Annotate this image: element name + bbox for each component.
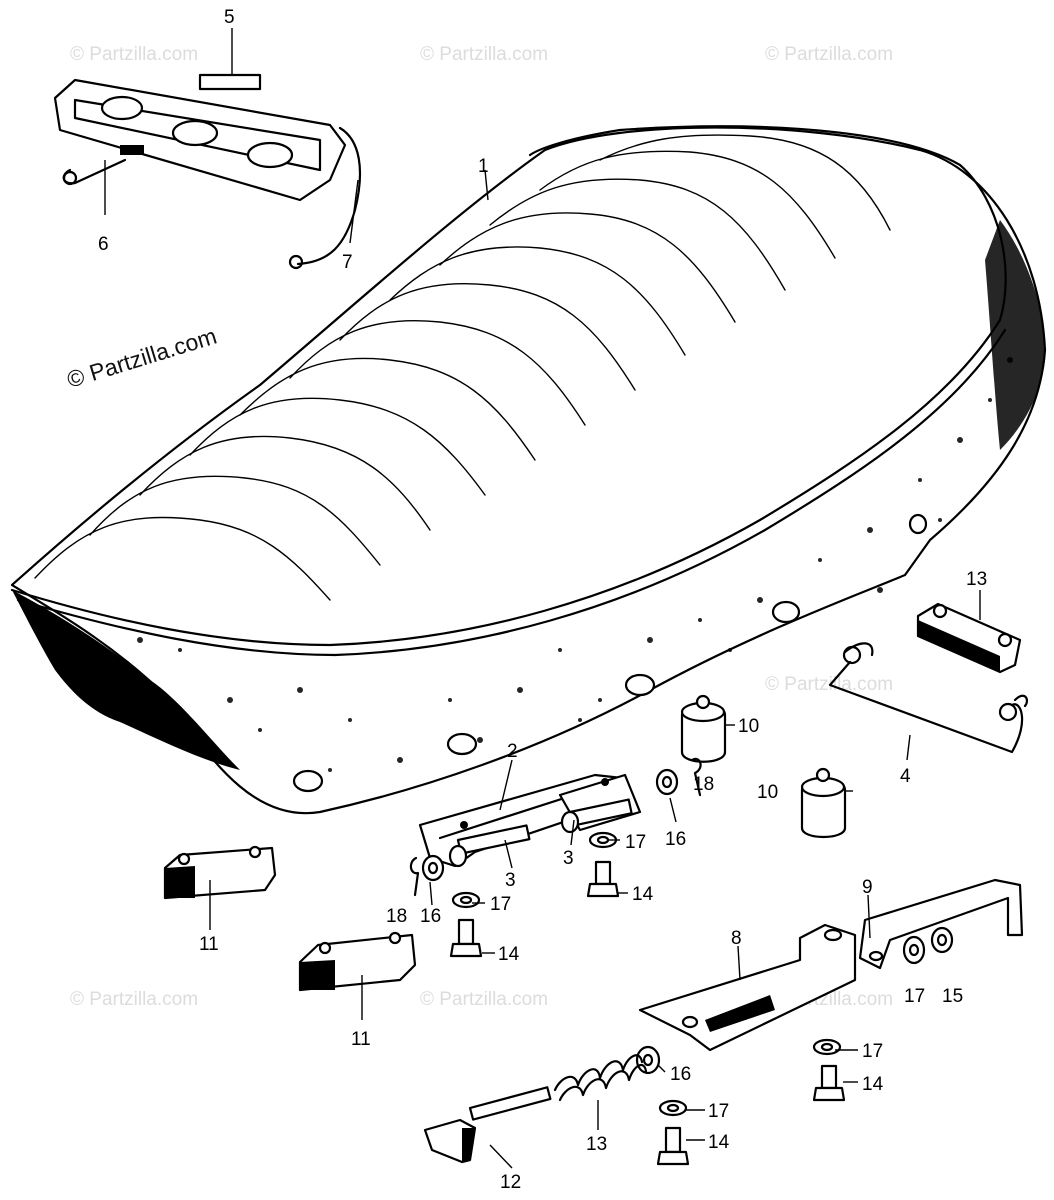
leader-lines — [104, 28, 981, 1169]
callout-10-lower: 10 — [757, 782, 778, 803]
callout-17-d: 17 — [862, 1041, 883, 1062]
washer-16-right — [655, 768, 679, 796]
callout-7: 7 — [342, 252, 353, 273]
rubber-block-11-upper — [163, 845, 277, 900]
callout-17-b: 17 — [490, 894, 511, 915]
callout-17-a: 17 — [625, 832, 646, 853]
partzilla-watermark: © Partzilla.com — [64, 323, 220, 393]
washer-17-e — [658, 1099, 688, 1117]
callout-16-left: 16 — [420, 906, 441, 927]
callout-11-upper: 11 — [199, 934, 219, 955]
callout-17-c: 17 — [904, 986, 925, 1007]
callout-9: 9 — [862, 877, 873, 898]
watermark: © Partzilla.com — [765, 674, 893, 695]
callout-15: 15 — [942, 986, 963, 1007]
callout-16-lower: 16 — [670, 1064, 691, 1085]
callout-6: 6 — [98, 234, 109, 255]
watermark: © Partzilla.com — [70, 44, 198, 65]
callout-16-right: 16 — [665, 829, 686, 850]
watermark: © Partzilla.com — [420, 44, 548, 65]
lock-plate — [638, 923, 857, 1052]
callout-14-a: 14 — [632, 884, 654, 905]
hinge-pin-right — [560, 798, 633, 834]
callout-14-d: 14 — [708, 1132, 730, 1153]
callout-4: 4 — [900, 766, 911, 787]
washer-17-b — [451, 891, 481, 909]
bolt-14-c — [812, 1064, 846, 1102]
callout-5: 5 — [224, 7, 235, 28]
bolt-14-d — [656, 1126, 690, 1166]
watermark: © Partzilla.com — [420, 989, 548, 1010]
callout-3-left: 3 — [505, 870, 516, 891]
callout-13-lower: 13 — [586, 1134, 607, 1155]
hinge-pin-left — [448, 824, 531, 868]
callout-12: 12 — [500, 1172, 521, 1193]
cushion-lower — [800, 767, 847, 838]
callout-10-upper: 10 — [738, 716, 759, 737]
watermark: © Partzilla.com — [765, 44, 893, 65]
bolt-14-a — [586, 860, 620, 898]
callout-18-right: 18 — [693, 774, 714, 795]
callout-17-e: 17 — [708, 1101, 729, 1122]
callout-3-right: 3 — [563, 848, 574, 869]
rubber-block-upper — [916, 602, 1022, 674]
seat-assembly — [10, 125, 1047, 815]
cotter-pin-18-left — [409, 856, 420, 897]
nut-15 — [930, 926, 954, 954]
lock-knob — [423, 1086, 552, 1164]
washer-16-lower — [635, 1045, 661, 1075]
bolt-14-b — [449, 918, 483, 958]
tray-clip — [62, 158, 127, 186]
callout-14-c: 14 — [862, 1074, 884, 1095]
callout-14-b: 14 — [498, 944, 520, 965]
cotter-pin-18-right — [690, 757, 702, 797]
callout-1: 1 — [478, 156, 489, 177]
latch-bracket — [858, 878, 1024, 970]
seat-tray — [53, 73, 347, 202]
spring-wire — [828, 642, 1029, 754]
callouts: 5 6 7 1 13 10 10 4 2 18 16 17 3 3 14 17 … — [98, 7, 987, 1193]
tray-wire — [288, 126, 362, 270]
callout-11-lower: 11 — [351, 1029, 371, 1050]
washer-17-d — [812, 1038, 842, 1056]
callout-8: 8 — [731, 928, 742, 949]
cushion-upper — [680, 694, 727, 763]
washer-17-c — [902, 935, 926, 965]
watermark: © Partzilla.com — [70, 989, 198, 1010]
rubber-block-11-lower — [298, 931, 417, 992]
callout-18-left: 18 — [386, 906, 407, 927]
callout-13-upper: 13 — [966, 569, 987, 590]
washer-16-left — [421, 854, 445, 882]
callout-2: 2 — [507, 741, 518, 762]
compression-spring — [553, 1054, 648, 1102]
